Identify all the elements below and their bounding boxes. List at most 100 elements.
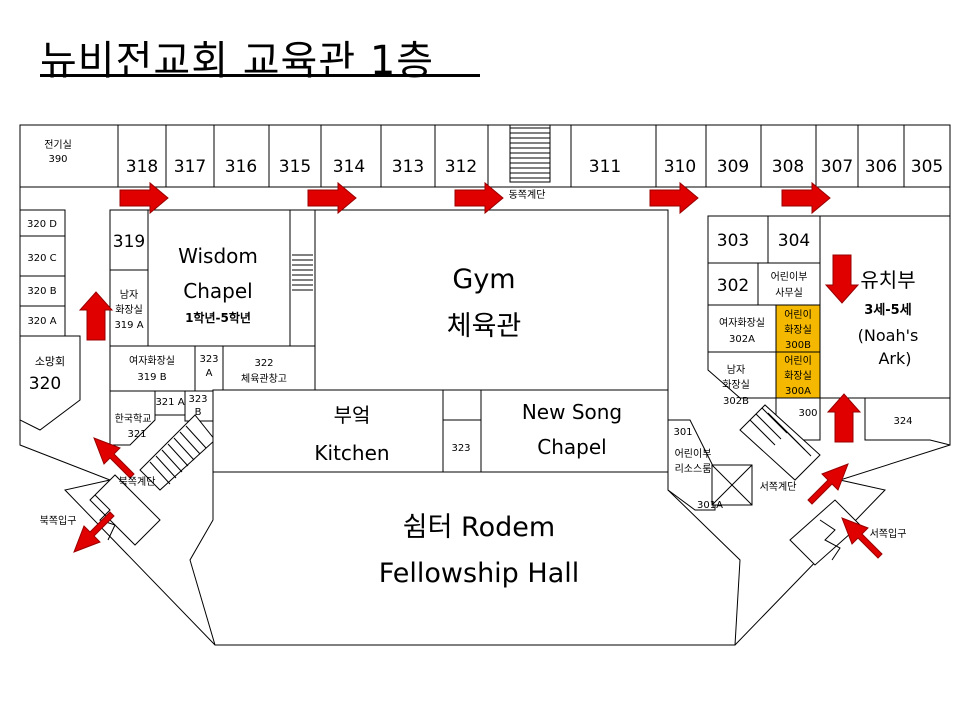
label-321a: 321 A xyxy=(155,397,184,408)
room-301a-cross xyxy=(711,464,753,506)
room-314[interactable] xyxy=(320,124,382,188)
arrow-down-icon xyxy=(824,254,860,304)
room-320d[interactable] xyxy=(19,209,66,237)
label-316: 316 xyxy=(225,157,257,177)
right-wing xyxy=(667,215,951,511)
label-320c: 320 C xyxy=(27,253,56,264)
room-313[interactable] xyxy=(380,124,436,188)
label-302b-2: 화장실 xyxy=(722,379,750,391)
label-301: 301 xyxy=(673,427,692,438)
label-kitchen-en: Kitchen xyxy=(314,441,389,465)
label-317: 317 xyxy=(174,157,206,177)
room-320c[interactable] xyxy=(19,235,66,277)
wisdom-chapel[interactable] xyxy=(147,209,291,347)
room-306[interactable] xyxy=(857,124,905,188)
label-307: 307 xyxy=(821,157,853,177)
left-wing xyxy=(19,209,316,446)
label-318: 318 xyxy=(126,157,158,177)
room-311[interactable] xyxy=(570,124,657,188)
label-322-2: 체육관창고 xyxy=(241,373,287,385)
room-303[interactable] xyxy=(707,215,769,264)
label-390-name: 전기실 xyxy=(44,139,72,151)
room-316[interactable] xyxy=(213,124,270,188)
label-kinder-1: 유치부 xyxy=(860,268,915,292)
arrow-up-icon xyxy=(826,393,862,443)
label-resource-1: 어린이부 xyxy=(675,448,712,460)
label-319: 319 xyxy=(113,232,145,252)
room-300a[interactable] xyxy=(775,351,821,399)
room-321a[interactable] xyxy=(154,390,186,416)
label-kinder-4: Ark) xyxy=(878,349,911,368)
label-390-num: 390 xyxy=(48,154,67,165)
room-321[interactable] xyxy=(109,390,156,446)
room-318[interactable] xyxy=(117,124,167,188)
room-323[interactable] xyxy=(442,419,482,473)
room-324[interactable] xyxy=(864,397,951,446)
label-319b-2: 319 B xyxy=(137,372,166,383)
room-309[interactable] xyxy=(705,124,762,188)
label-320d: 320 D xyxy=(27,219,57,230)
label-321-1: 한국학교 xyxy=(115,413,152,425)
label-305: 305 xyxy=(911,157,943,177)
kids-office[interactable] xyxy=(757,262,821,306)
label-323b-1: 323 xyxy=(188,394,207,405)
room-390 xyxy=(19,124,119,188)
label-newsong-2: Chapel xyxy=(537,435,606,459)
arrow-down-left-icon xyxy=(73,511,115,553)
room-307[interactable] xyxy=(815,124,859,188)
room-317[interactable] xyxy=(165,124,215,188)
room-301[interactable] xyxy=(667,419,716,511)
arrow-up-right-icon xyxy=(807,463,849,505)
room-322[interactable] xyxy=(222,345,316,392)
label-gym-ko: 체육관 xyxy=(447,311,522,342)
label-kidsoffice-1: 어린이부 xyxy=(771,271,808,283)
room-323a[interactable] xyxy=(194,345,224,392)
room-310[interactable] xyxy=(655,124,707,188)
label-321-2: 321 xyxy=(127,429,146,440)
label-east-stairs: 동쪽계단 xyxy=(509,189,546,201)
room-308[interactable] xyxy=(760,124,817,188)
gym[interactable] xyxy=(314,209,669,391)
wayfinding-labels: 동쪽계단 북쪽계단 서쪽계단 북쪽입구 서쪽입구 xyxy=(40,189,907,540)
east-stairwell xyxy=(487,124,572,188)
stair-hatch-wisdom xyxy=(292,254,313,291)
room-320a[interactable] xyxy=(19,305,66,337)
arrow-right-icon xyxy=(781,181,831,215)
room-320[interactable] xyxy=(19,335,81,431)
label-300a-1: 어린이 xyxy=(784,355,812,367)
north-entrance-area xyxy=(89,474,161,546)
room-302b[interactable] xyxy=(707,351,777,399)
room-320b[interactable] xyxy=(19,275,66,307)
top-rooms xyxy=(19,124,951,188)
label-fellowship: Fellowship Hall xyxy=(379,558,580,589)
room-304[interactable] xyxy=(767,215,821,264)
label-gym-en: Gym xyxy=(452,264,515,295)
label-323a-1: 323 xyxy=(199,354,218,365)
room-319b[interactable] xyxy=(109,345,196,392)
room-323b[interactable] xyxy=(184,390,214,422)
kindergarten[interactable] xyxy=(819,215,951,399)
room-305[interactable] xyxy=(903,124,951,188)
label-301a: 301A xyxy=(697,500,723,511)
new-song-chapel[interactable] xyxy=(480,389,669,473)
label-320-name: 소망회 xyxy=(35,355,65,368)
arrow-up-left-icon xyxy=(841,517,883,559)
label-wisdom-2: Chapel xyxy=(183,279,252,303)
label-newsong-1: New Song xyxy=(522,400,622,424)
label-north-stairs: 북쪽계단 xyxy=(119,476,156,488)
room-312[interactable] xyxy=(434,124,489,188)
label-311: 311 xyxy=(589,157,621,177)
label-302b-3: 302B xyxy=(723,396,749,407)
label-302a-2: 302A xyxy=(729,334,755,345)
room-315[interactable] xyxy=(268,124,322,188)
room-302a[interactable] xyxy=(707,304,777,353)
label-319a-3: 319 A xyxy=(114,320,143,331)
label-309: 309 xyxy=(717,157,749,177)
label-300b-2: 화장실 xyxy=(784,324,812,336)
arrow-up-left-icon xyxy=(93,437,135,479)
red-arrows xyxy=(73,181,883,559)
label-302: 302 xyxy=(717,276,749,296)
label-324: 324 xyxy=(893,416,912,427)
wisdom-stairs xyxy=(289,209,316,347)
